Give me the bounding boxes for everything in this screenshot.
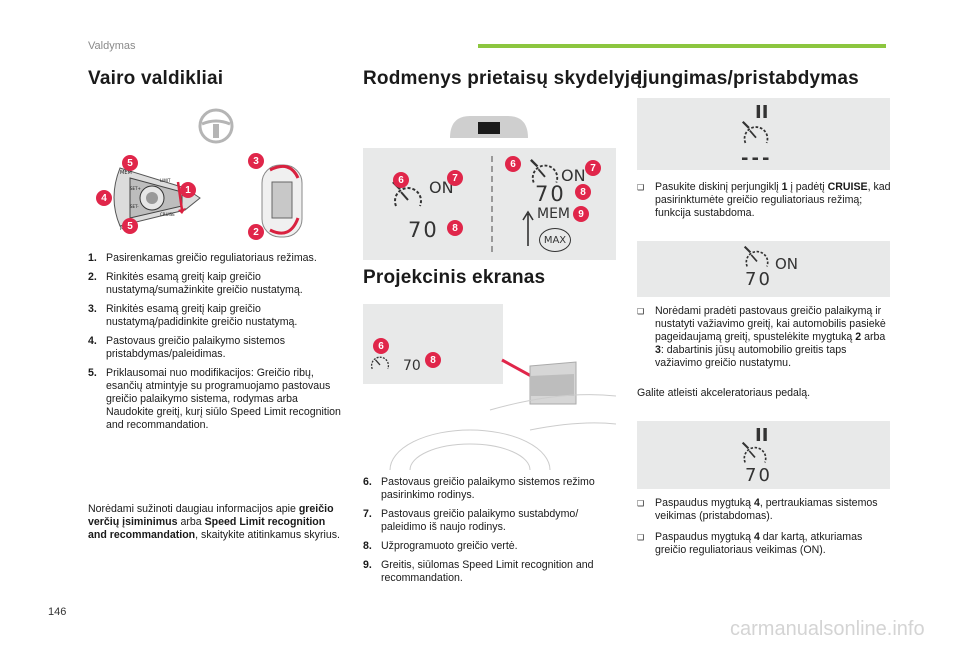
- col3-bullet-3: ❑Paspaudus mygtuką 4, pertraukiamas sist…: [637, 497, 878, 522]
- list-item: 4.Pastovaus greičio palaikymo sistemos p…: [88, 335, 285, 360]
- stalk-cruise: CRUISE: [160, 212, 175, 217]
- callout-5-bottom: 5: [122, 218, 138, 234]
- callout-7: 7: [585, 160, 601, 176]
- hud-speed: 70: [403, 358, 421, 374]
- list-item: 9.Greitis, siūlomas Speed Limit recognit…: [363, 559, 594, 584]
- arrow-icon: [522, 210, 534, 246]
- callout-6: 6: [373, 338, 389, 354]
- col1-title: Vairo valdikliai: [88, 68, 224, 89]
- col1-info-paragraph: Norėdami sužinoti daugiau informacijos a…: [88, 503, 340, 541]
- display-on: ON: [775, 255, 799, 273]
- callout-2: 2: [248, 224, 264, 240]
- col2-legend-list: 6.Pastovaus greičio palaikymo sistemos r…: [363, 476, 619, 585]
- stalk-mem-top: MEM: [120, 170, 132, 176]
- callout-7: 7: [447, 170, 463, 186]
- callout-6: 6: [393, 172, 409, 188]
- speedometer-icon: [741, 120, 769, 144]
- display-speed-left: 70: [408, 218, 439, 242]
- list-item: 8.Užprogramuoto greičio vertė.: [363, 540, 518, 552]
- display-on-right: ON: [561, 166, 586, 185]
- list-item: 2.Rinkitės esamą greitį kaip greičio nus…: [88, 271, 303, 296]
- col1-controls-list: 1.Pasirenkamas greičio reguliatoriaus re…: [88, 252, 346, 432]
- status-panel-paused-speed: II 70: [637, 421, 890, 489]
- col3-title: Įjungimas/pristabdymas: [637, 68, 859, 89]
- callout-3: 3: [248, 153, 264, 169]
- callout-8: 8: [425, 352, 441, 368]
- display-speed-right: 70: [535, 182, 566, 206]
- section-accent-bar: [478, 44, 886, 48]
- stalk-side-illustration: [261, 164, 303, 238]
- callout-6: 6: [505, 156, 521, 172]
- col3-bullet-1: ❑Pasukite diskinį perjungiklį 1 į padėtį…: [637, 181, 891, 219]
- callout-8: 8: [447, 220, 463, 236]
- display-dashes: ---: [741, 148, 773, 169]
- speedometer-icon: [741, 441, 767, 463]
- col2-title2: Projekcinis ekranas: [363, 267, 546, 288]
- callout-8: 8: [575, 184, 591, 200]
- col3-bullet-2: ❑Norėdami pradėti pastovaus greičio pala…: [637, 305, 886, 369]
- display-speed: 70: [745, 465, 772, 486]
- col3-bullet-4: ❑Paspaudus mygtuką 4 dar kartą, atkuriam…: [637, 531, 863, 556]
- speedometer-icon: [530, 159, 559, 183]
- list-item: 1.Pasirenkamas greičio reguliatoriaus re…: [88, 252, 317, 264]
- col2-title: Rodmenys prietaisų skydelyje: [363, 68, 642, 89]
- display-max-badge: MAX: [539, 228, 571, 252]
- callout-4: 4: [96, 190, 112, 206]
- speedometer-icon: [370, 356, 390, 370]
- list-item: 6.Pastovaus greičio palaikymo sistemos r…: [363, 476, 595, 501]
- watermark: carmanualsonline.info: [730, 618, 925, 640]
- stalk-set-minus: SET-: [130, 204, 139, 209]
- callout-9: 9: [573, 206, 589, 222]
- stalk-limit: LIMIT: [160, 178, 171, 183]
- callout-5-top: 5: [122, 155, 138, 171]
- col3-note: Galite atleisti akceleratoriaus pedalą.: [637, 387, 811, 399]
- hud-panel: 70 6 8: [363, 304, 503, 384]
- speedometer-icon: [743, 245, 769, 267]
- stalk-set-plus: SET+: [130, 186, 141, 191]
- instrument-display-panel: ON 70 6 7 8 ON 70 MEM MAX 6 7 8 9: [363, 148, 616, 260]
- pause-icon: II: [755, 425, 769, 446]
- pause-icon: II: [755, 102, 769, 123]
- page-number: 146: [48, 606, 67, 618]
- display-on-left: ON: [429, 178, 454, 197]
- list-item: 3.Rinkitės esamą greitį kaip greičio nus…: [88, 303, 298, 328]
- status-panel-paused: II ---: [637, 98, 890, 170]
- list-item: 5.Priklausomai nuo modifikacijos: Greiči…: [88, 367, 341, 431]
- status-panel-on: ON 70: [637, 241, 890, 297]
- callout-1: 1: [180, 182, 196, 198]
- cruise-stalk-illustration: MEM MEM LIMIT SET+ SET- CRUISE: [113, 167, 201, 232]
- instrument-cluster-icon: [450, 116, 528, 138]
- section-header: Valdymas: [88, 40, 136, 52]
- hud-dashboard-illustration: [389, 358, 616, 470]
- display-mem: MEM: [537, 206, 571, 222]
- display-speed: 70: [745, 269, 772, 290]
- steering-wheel-icon: [198, 108, 234, 144]
- list-item: 7.Pastovaus greičio palaikymo sustabdymo…: [363, 508, 579, 533]
